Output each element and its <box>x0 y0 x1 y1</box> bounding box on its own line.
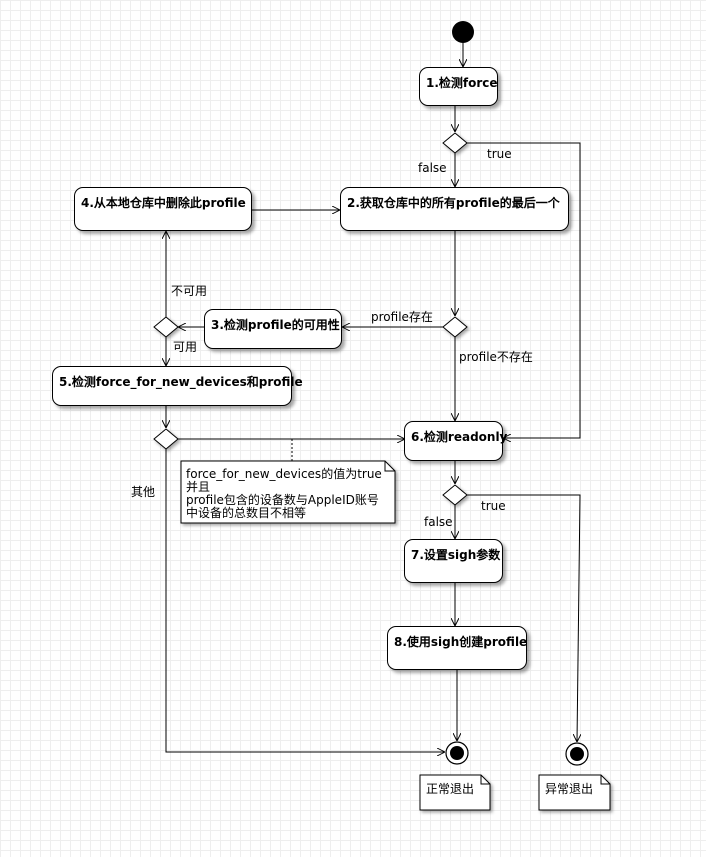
abnormal-exit-note-shape <box>538 774 611 811</box>
action-node-7-label: 7.设置sigh参数 <box>411 548 501 562</box>
action-node-1: 1.检测force <box>419 67 498 106</box>
edge-d4-other-to-exit <box>165 449 445 752</box>
condition-note-line-2: 并且 <box>186 480 211 494</box>
edge-label-unavailable: 不可用 <box>171 284 208 298</box>
decision-diamond-5 <box>442 484 468 506</box>
end-node-abnormal <box>565 742 589 766</box>
action-node-6-label: 6.检测readonly <box>411 430 508 444</box>
action-node-5-label: 5.检测force_for_new_devices和profile <box>59 375 303 389</box>
action-node-3: 3.检测profile的可用性 <box>204 309 342 349</box>
action-node-4: 4.从本地仓库中删除此profile <box>74 187 252 231</box>
abnormal-exit-note-text: 异常退出 <box>545 782 594 796</box>
normal-exit-note-text: 正常退出 <box>426 782 475 796</box>
edge-label-true-2: true <box>481 499 506 513</box>
condition-note: force_for_new_devices的值为true 并且 profile包… <box>186 468 382 520</box>
condition-note-line-4: 中设备的总数目不相等 <box>186 506 307 520</box>
end-node-normal <box>445 741 469 765</box>
action-node-1-label: 1.检测force <box>426 76 498 90</box>
edge-label-false-2: false <box>424 515 453 529</box>
action-node-6: 6.检测readonly <box>404 421 507 461</box>
action-node-8: 8.使用sigh创建profile <box>387 626 527 670</box>
condition-note-shape <box>180 460 396 524</box>
action-node-8-label: 8.使用sigh创建profile <box>394 635 528 649</box>
edge-label-profile-missing: profile不存在 <box>459 350 533 364</box>
edge-label-false-1: false <box>418 161 447 175</box>
action-node-7: 7.设置sigh参数 <box>404 539 503 583</box>
action-node-2: 2.获取仓库中的所有profile的最后一个 <box>340 187 569 231</box>
condition-note-line-3: profile包含的设备数与AppleID账号 <box>186 493 379 507</box>
edge-label-other: 其他 <box>131 485 156 499</box>
edge-label-available: 可用 <box>173 340 198 354</box>
action-node-4-label: 4.从本地仓库中删除此profile <box>81 196 246 210</box>
condition-note-line-1: force_for_new_devices的值为true <box>186 467 382 481</box>
normal-exit-note-shape <box>419 774 491 811</box>
start-node <box>452 21 474 43</box>
decision-diamond-3 <box>153 316 179 338</box>
action-node-5: 5.检测force_for_new_devices和profile <box>52 366 303 406</box>
edge-d5-true-to-abnormal-exit <box>467 494 580 742</box>
action-node-2-label: 2.获取仓库中的所有profile的最后一个 <box>347 196 560 210</box>
action-node-3-label: 3.检测profile的可用性 <box>211 318 340 332</box>
decision-diamond-4 <box>153 428 179 450</box>
edge-label-true-1: true <box>487 147 512 161</box>
edge-d1-true-to-n6 <box>467 142 581 438</box>
decision-diamond-1 <box>442 132 468 154</box>
edge-label-profile-exists: profile存在 <box>371 310 433 324</box>
decision-diamond-2 <box>442 316 468 338</box>
